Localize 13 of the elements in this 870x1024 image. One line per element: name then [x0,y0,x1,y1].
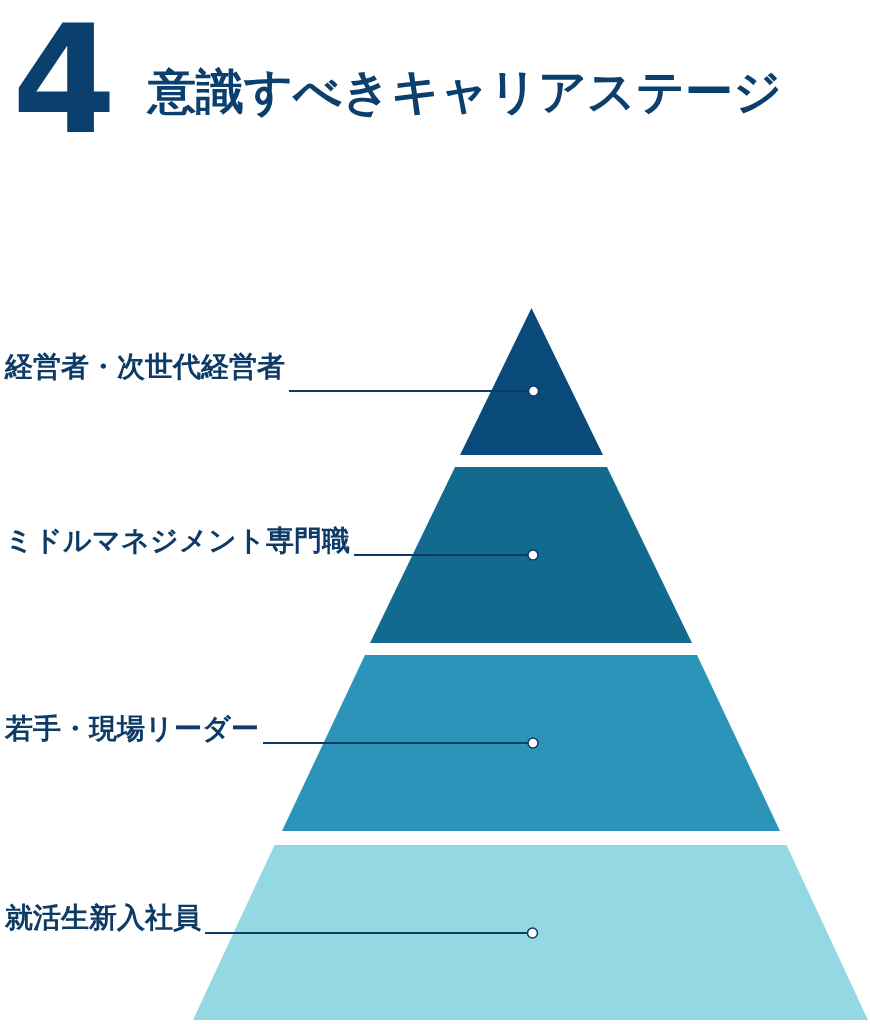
pyramid-tier [282,655,780,831]
title: 意識すべきキャリアステージ [148,62,782,121]
stage-label: 若手・現場リーダー [5,709,259,749]
leader-line [262,737,539,749]
leader-line [353,549,539,561]
step-number: 4 [12,0,117,160]
stage-label: 経営者・次世代経営者 [5,347,285,387]
leader-line [288,385,540,397]
pyramid-top [460,308,603,455]
stage-label: ミドルマネジメント専門職 [5,521,350,561]
stage-label: 就活生新入社員 [5,898,201,938]
leader-line [204,927,539,939]
pyramid-tier [370,467,692,643]
